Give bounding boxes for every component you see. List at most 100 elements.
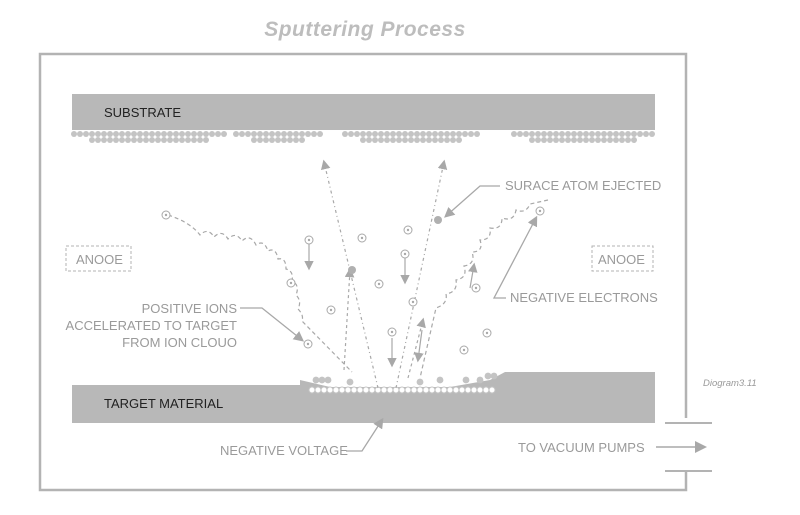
diagram-title: Sputtering Process — [264, 18, 466, 41]
substrate-atom — [523, 131, 529, 137]
substrate-atom — [402, 137, 408, 143]
substrate-atom — [95, 137, 101, 143]
negative-electrons-leader — [492, 215, 538, 299]
substrate-atom — [131, 137, 137, 143]
substrate-plate — [72, 94, 655, 130]
substrate-atom — [173, 131, 179, 137]
ion-core — [360, 236, 364, 240]
substrate-atoms — [71, 131, 655, 143]
diagram-reference: Diogram3.11 — [703, 378, 757, 389]
substrate-atom — [601, 137, 607, 143]
surface-atom-leader — [444, 185, 500, 218]
target-atom — [484, 372, 492, 380]
electron-path-right — [419, 199, 549, 379]
substrate-atom — [251, 137, 257, 143]
substrate-atom — [547, 137, 553, 143]
substrate-atom — [643, 131, 649, 137]
substrate-atom — [450, 137, 456, 143]
substrate-atom — [143, 137, 149, 143]
target-atom — [346, 378, 354, 386]
substrate-atom — [360, 131, 366, 137]
substrate-atom — [275, 131, 281, 137]
target-atom — [482, 386, 490, 394]
ejected-path-left — [321, 159, 379, 389]
substrate-atom — [456, 137, 462, 143]
substrate-atom — [474, 131, 480, 137]
substrate-atom — [221, 131, 227, 137]
substrate-atom — [167, 137, 173, 143]
positive-ions-label-1: POSITIVE IONS — [142, 301, 238, 316]
substrate-atom — [269, 131, 275, 137]
substrate-atom — [95, 131, 101, 137]
substrate-atom — [281, 131, 287, 137]
target-atom — [452, 386, 460, 394]
substrate-atom — [83, 131, 89, 137]
ejected-path-right — [395, 159, 448, 389]
substrate-atom — [511, 131, 517, 137]
positive-ions-label-3: FROM ION CLOUO — [122, 335, 237, 350]
substrate-atom — [251, 131, 257, 137]
substrate-atom — [408, 131, 414, 137]
substrate-atom — [137, 131, 143, 137]
substrate-atom — [438, 131, 444, 137]
substrate-atom — [396, 131, 402, 137]
substrate-atom — [179, 131, 185, 137]
substrate-atom — [257, 131, 263, 137]
substrate-atom — [354, 131, 360, 137]
substrate-atom — [535, 131, 541, 137]
substrate-atom — [143, 131, 149, 137]
target-atom — [326, 386, 334, 394]
target-atom — [404, 386, 412, 394]
substrate-atom — [426, 131, 432, 137]
target-atom — [434, 386, 442, 394]
ion-core — [474, 286, 478, 290]
substrate-atom — [89, 137, 95, 143]
anode-left-label: ANOOE — [76, 252, 123, 267]
substrate-atom — [432, 131, 438, 137]
substrate-atom — [565, 137, 571, 143]
substrate-atom — [125, 137, 131, 143]
substrate-atom — [384, 131, 390, 137]
substrate-atom — [275, 137, 281, 143]
substrate-atom — [101, 131, 107, 137]
substrate-atom — [529, 137, 535, 143]
target-atom — [476, 376, 484, 384]
substrate-atom — [155, 137, 161, 143]
substrate-atom — [305, 131, 311, 137]
substrate-atom — [595, 137, 601, 143]
ion-core — [538, 209, 542, 213]
target-atom — [308, 386, 316, 394]
ejected-atom-right — [434, 216, 442, 224]
target-atom — [324, 376, 332, 384]
negative-electrons-label: NEGATIVE ELECTRONS — [510, 290, 658, 305]
ion-core — [485, 331, 489, 335]
substrate-atom — [245, 131, 251, 137]
substrate-atom — [619, 131, 625, 137]
substrate-atom — [71, 131, 77, 137]
substrate-atom — [529, 131, 535, 137]
substrate-atom — [161, 131, 167, 137]
substrate-atom — [299, 137, 305, 143]
substrate-atom — [625, 137, 631, 143]
substrate-atom — [559, 131, 565, 137]
substrate-atom — [197, 137, 203, 143]
ion-core — [329, 308, 333, 312]
substrate-atom — [149, 131, 155, 137]
substrate-atom — [420, 131, 426, 137]
substrate-atom — [589, 131, 595, 137]
substrate-atom — [107, 131, 113, 137]
substrate-atom — [625, 131, 631, 137]
target-atom — [338, 386, 346, 394]
substrate-atom — [293, 131, 299, 137]
target-atom — [428, 386, 436, 394]
target-atom — [398, 386, 406, 394]
positive-ions-leader — [240, 307, 305, 342]
target-atom — [470, 386, 478, 394]
substrate-atom — [113, 131, 119, 137]
substrate-atom — [185, 137, 191, 143]
positive-ions-label-2: ACCELERATED TO TARGET — [66, 318, 238, 333]
target-atom — [368, 386, 376, 394]
anode-right-label: ANOOE — [598, 252, 645, 267]
substrate-atom — [287, 131, 293, 137]
